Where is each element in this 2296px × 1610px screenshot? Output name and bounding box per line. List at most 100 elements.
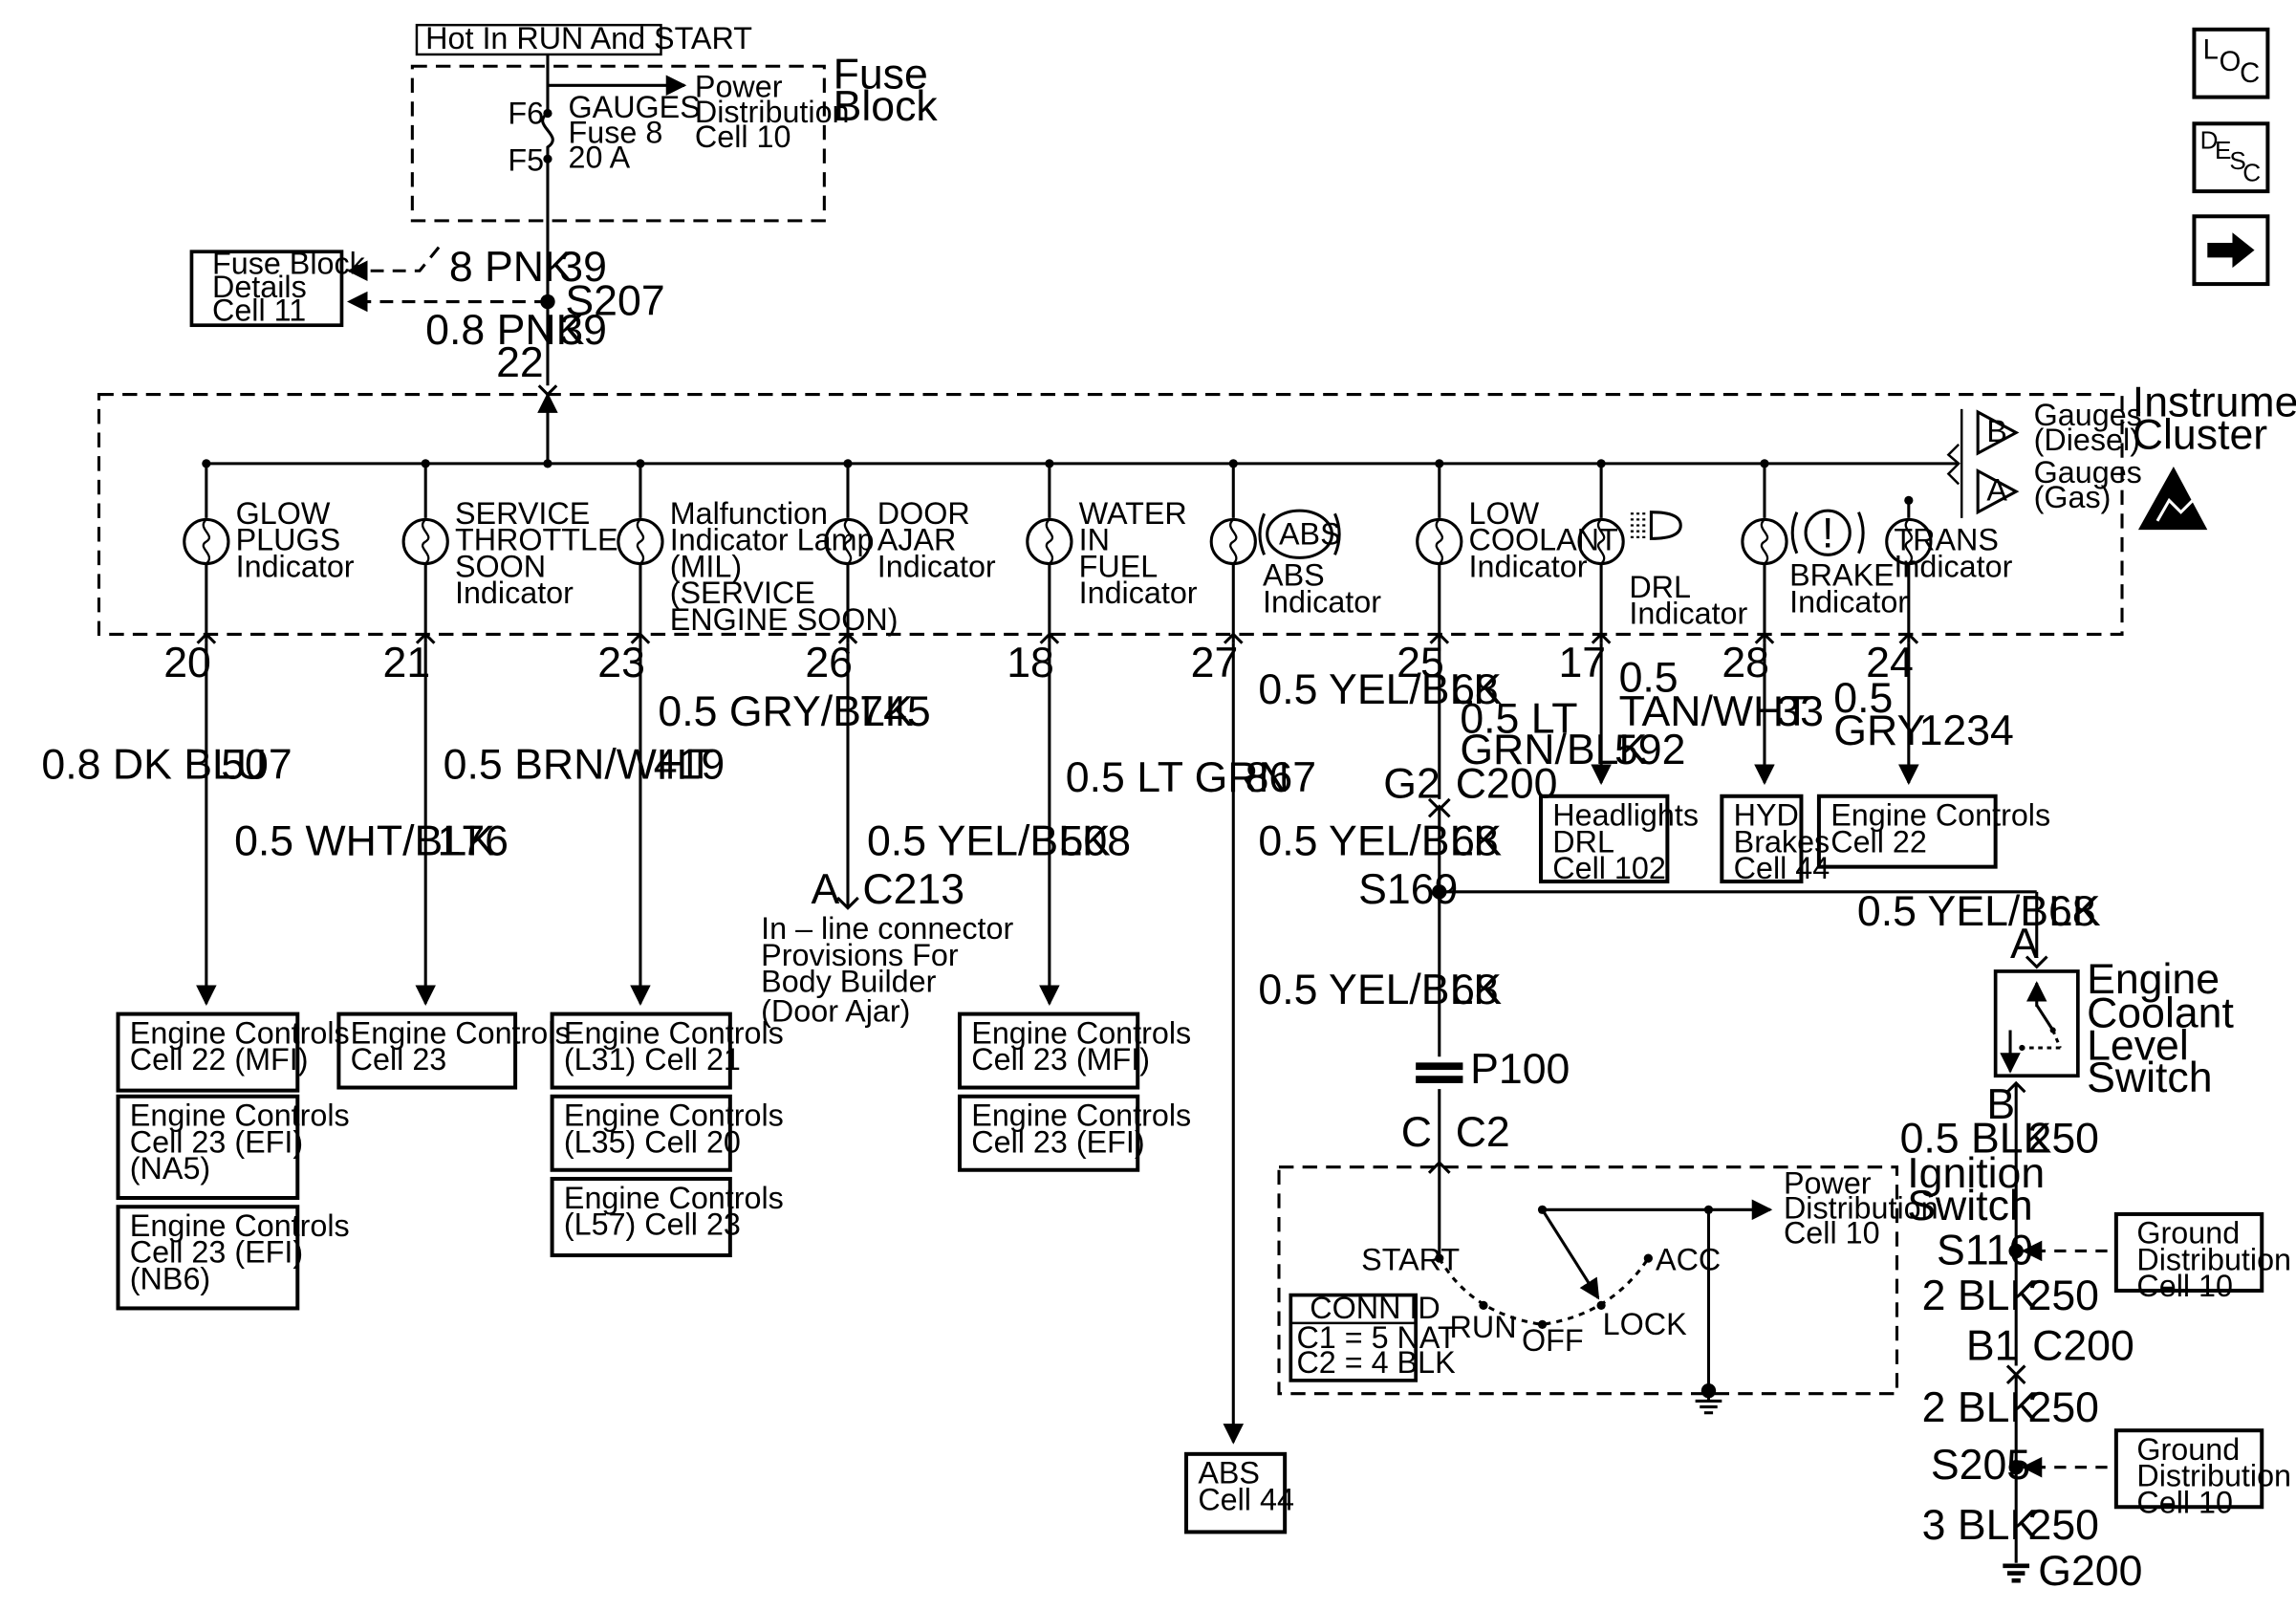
indicator-label: DOOR — [877, 496, 970, 531]
connector-label: C2 — [1456, 1109, 1510, 1156]
connector-pin-label: B1 — [1966, 1322, 2019, 1369]
connector-pin-label: B — [1986, 1081, 2015, 1128]
indicator-label: Indicator — [455, 576, 574, 610]
circuit-number-label: 508 — [1060, 817, 1131, 864]
ignition-position: RUN — [1450, 1310, 1517, 1344]
engine-controls-box-ec_l35[interactable]: Engine Controls(L35) Cell 20 — [550, 1094, 784, 1172]
wire-color-label: GRY — [1833, 707, 1925, 754]
indicator-label: THROTTLE — [455, 523, 618, 557]
wire-color-label: 0.5 YEL/BLK — [1258, 967, 1502, 1013]
destination-label: Cell 44 — [1198, 1482, 1294, 1516]
destination-label: Cell 10 — [2136, 1269, 2233, 1303]
gauge-tag: B — [1986, 414, 2007, 448]
indicator-label: Indicator — [1789, 584, 1908, 619]
connector-note: (Door Ajar) — [761, 993, 910, 1028]
circuit-number-label: 39 — [559, 307, 607, 354]
pin-number-label: 28 — [1722, 640, 1769, 686]
destination-label: DRL — [1552, 824, 1614, 859]
switch-label: Level — [2087, 1022, 2189, 1069]
ignition-position: START — [1361, 1242, 1460, 1276]
indicator-label: PLUGS — [236, 523, 341, 557]
destination-label: Brakes — [1734, 824, 1830, 859]
engine-controls-box-ec_l57[interactable]: Engine Controls(L57) Cell 23 — [550, 1176, 784, 1258]
circuit-number-label: 250 — [2028, 1273, 2099, 1319]
wire-color-label: 0.5 YEL/BLK — [1258, 817, 1502, 864]
destination-label: Cell 23 (EFI) — [971, 1124, 1144, 1159]
fuse-block-title: Fuse — [834, 51, 928, 98]
description-button[interactable]: D E S C — [2192, 121, 2270, 194]
conn-id-line: C1 = 5 NAT — [1296, 1320, 1456, 1355]
pin-number-label: 24 — [1866, 640, 1914, 686]
ignition-position: ACC — [1656, 1242, 1721, 1276]
indicator-label: IN — [1079, 523, 1110, 557]
switch-label: Switch — [2087, 1055, 2212, 1101]
indicator-label: (SERVICE — [670, 576, 815, 610]
destination-label: (NA5) — [130, 1151, 210, 1186]
indicator-label: Indicator — [1469, 549, 1588, 583]
pin-number-label: 23 — [597, 640, 645, 686]
destination-label: Cell 23 (MFI) — [971, 1042, 1150, 1077]
wire-color-label: 0.5 WHT/BLK — [234, 817, 495, 864]
wire-color-label: TAN/WHT — [1619, 688, 1810, 735]
wire-color-label: 8 PNK — [449, 244, 573, 291]
wire-color-label: 0.8 PNK — [425, 307, 584, 354]
indicator-label: SERVICE — [455, 496, 590, 531]
circuit-number-label: 592 — [1614, 727, 1685, 773]
connector-pin-label: C — [1401, 1109, 1432, 1156]
next-button[interactable] — [2192, 214, 2270, 287]
fuse-details-box[interactable] — [189, 250, 344, 328]
wire-color-label: 2 BLK — [1922, 1384, 2039, 1431]
instrument-cluster: Instrument Cluster B A Gauges (Diesel) G… — [97, 380, 2296, 686]
destination-label: Engine Controls — [1830, 798, 2050, 833]
wire-color-label: 0.8 DK BLU — [41, 741, 267, 788]
fuse-details-label: Fuse Block — [212, 246, 366, 280]
splice-label: S110 — [1937, 1227, 2033, 1273]
ignition-position: OFF — [1522, 1323, 1584, 1358]
fuse-terminal-f6: F6 — [508, 96, 544, 130]
connector-pin-label: A — [811, 866, 839, 913]
destination-label: (L31) Cell 21 — [564, 1042, 741, 1077]
nav-buttons: L O C D E S C — [2192, 27, 2270, 287]
circuit-number-label: 419 — [654, 741, 725, 788]
wire-color-label: GRN/BLK — [1460, 727, 1647, 773]
fuse-name: Fuse 8 — [569, 115, 663, 149]
indicator-label: LOW — [1469, 496, 1540, 531]
connector-pin-label: A — [2010, 921, 2039, 968]
circuit-number-label: 68 — [1451, 967, 1499, 1013]
destination-label: Cell 22 (MFI) — [130, 1042, 309, 1077]
button-label: E — [2215, 136, 2231, 164]
indicator-label: WATER — [1079, 496, 1187, 531]
splice-s110 — [2008, 1243, 2024, 1259]
gauges-label: Gauges — [2034, 455, 2142, 490]
engine-controls-box-ec_l31[interactable]: Engine Controls(L31) Cell 21 — [550, 1012, 784, 1090]
abs-symbol-text: ABS — [1279, 517, 1341, 552]
destination-label: (L35) Cell 20 — [564, 1124, 741, 1159]
headlight-icon — [1630, 511, 1682, 540]
location-button[interactable]: L O C — [2192, 27, 2270, 99]
pin-number-label: 18 — [1007, 640, 1054, 686]
pin-number-label: 21 — [383, 640, 431, 686]
destination-label: Cell 22 — [1830, 824, 1927, 859]
gauges-label: Gauges — [2034, 398, 2142, 432]
gauge-tag: A — [1986, 472, 2007, 507]
switch-label: Ignition — [1907, 1150, 2045, 1197]
